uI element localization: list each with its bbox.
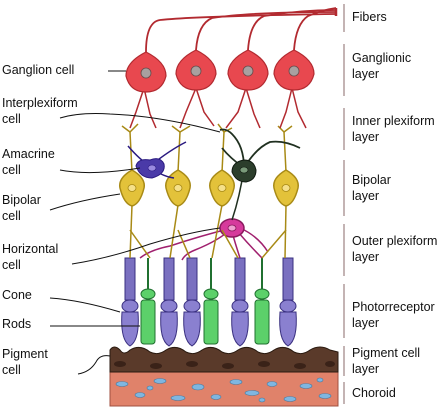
bipolar-cells bbox=[119, 123, 299, 259]
label-cone: Cone bbox=[2, 288, 32, 302]
label-interplexiform-cell-line1: Interplexiform bbox=[2, 96, 78, 110]
label-pigment-cell-layer-line2: layer bbox=[352, 362, 380, 376]
label-choroid: Choroid bbox=[352, 386, 396, 400]
label-horizontal-cell-line1: Horizontal bbox=[2, 242, 59, 256]
interplexiform-cell bbox=[219, 128, 301, 221]
label-ganglionic-layer-line2: layer bbox=[352, 67, 380, 81]
label-fibers: Fibers bbox=[352, 10, 387, 24]
label-pigment-cell-line2: cell bbox=[2, 363, 21, 377]
label-horizontal-cell-line2: cell bbox=[2, 258, 21, 272]
label-pigment-cell-line1: Pigment bbox=[2, 347, 48, 361]
label-bipolar-layer-line1: Bipolar bbox=[352, 173, 391, 187]
label-amacrine-cell-line1: Amacrine bbox=[2, 147, 55, 161]
cones bbox=[121, 257, 297, 347]
pigment-cell-layer bbox=[109, 346, 339, 373]
label-bipolar-cell-line1: Bipolar bbox=[2, 193, 41, 207]
label-amacrine-cell-line2: cell bbox=[2, 163, 21, 177]
label-ganglionic-layer-line1: Ganglionic bbox=[352, 51, 412, 65]
choroid-layer bbox=[109, 371, 339, 407]
label-outer-plexiform-layer-line1: Outer plexiform bbox=[352, 234, 438, 248]
rods bbox=[140, 258, 270, 345]
label-inner-plexiform-layer-line1: Inner plexiform bbox=[352, 114, 435, 128]
label-bipolar-layer-line2: layer bbox=[352, 189, 380, 203]
label-outer-plexiform-layer-line2: layer bbox=[352, 250, 380, 264]
label-ganglion-cell: Ganglion cell bbox=[2, 63, 75, 77]
horizontal-cell bbox=[139, 218, 269, 261]
label-rods: Rods bbox=[2, 317, 32, 331]
amacrine-cell bbox=[127, 141, 187, 179]
ganglion-cells bbox=[125, 7, 338, 129]
label-photoreceptor-layer-line1: Photorreceptor bbox=[352, 300, 435, 314]
label-interplexiform-cell-line2: cell bbox=[2, 112, 21, 126]
label-pigment-cell-layer-line1: Pigment cell bbox=[352, 346, 421, 360]
leader-lines bbox=[49, 70, 221, 375]
label-inner-plexiform-layer-line2: layer bbox=[352, 130, 380, 144]
label-bipolar-cell-line2: cell bbox=[2, 209, 21, 223]
label-photoreceptor-layer-line2: layer bbox=[352, 316, 380, 330]
